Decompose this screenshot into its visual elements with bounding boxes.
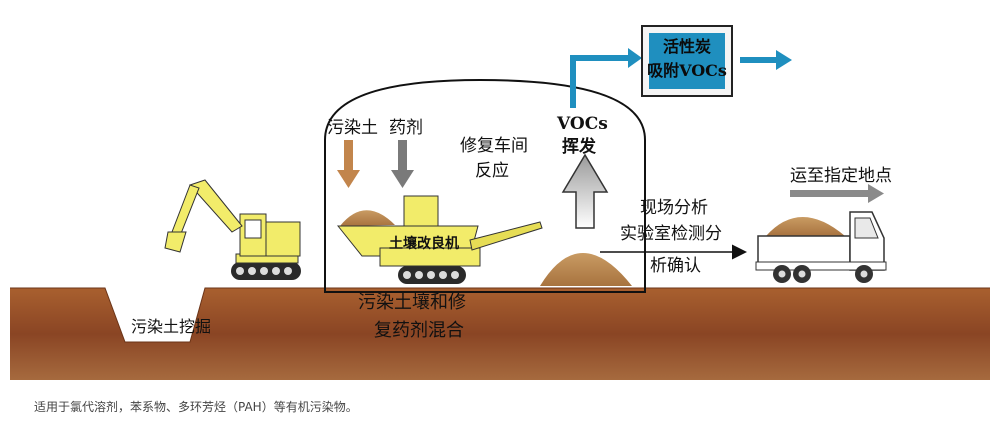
soil-improvement-machine [336,195,543,284]
dump-truck [755,211,887,283]
workshop-dome [324,78,646,293]
carbon-label-line1: 活性炭 [662,37,711,56]
treated-soil-pile [540,253,632,286]
carbon-filter-label: 活性炭 吸附VOCs [643,35,731,83]
workshop-label-line2: 反应 [475,161,509,181]
analysis-label-line2: 实验室检测分 [620,224,722,244]
excavator [164,179,301,280]
analysis-label-line1: 现场分析 [640,198,708,218]
contaminated-soil-label: 污染土 [327,118,378,138]
voc-up-arrow [561,153,609,229]
mixing-label-line2: 复药剂混合 [374,320,464,341]
mixing-label-line1: 污染土壤和修 [358,292,466,313]
carbon-label-line2: 吸附VOCs [647,61,727,80]
reagent-label: 药剂 [389,118,423,138]
blue-pipe [570,48,792,108]
vocs-label: VOCs [557,114,608,134]
excavation-label: 污染土挖掘 [131,317,212,336]
carbon-filter-fill [649,33,725,89]
soil-machine-label: 土壤改良机 [389,236,459,252]
reagent-input-arrow [391,140,414,188]
ground [10,288,990,380]
carbon-filter-box: 活性炭 吸附VOCs [641,25,733,97]
soil-input-arrow [337,140,360,188]
transport-arrow [790,184,884,203]
volatilize-label: 挥发 [562,137,596,157]
workshop-label-line1: 修复车间 [460,136,528,156]
analysis-label-line3: 析确认 [650,256,701,276]
caption-text: 适用于氯代溶剂，苯系物、多环芳烃（PAH）等有机污染物。 [34,400,358,414]
transport-label: 运至指定地点 [790,166,892,186]
